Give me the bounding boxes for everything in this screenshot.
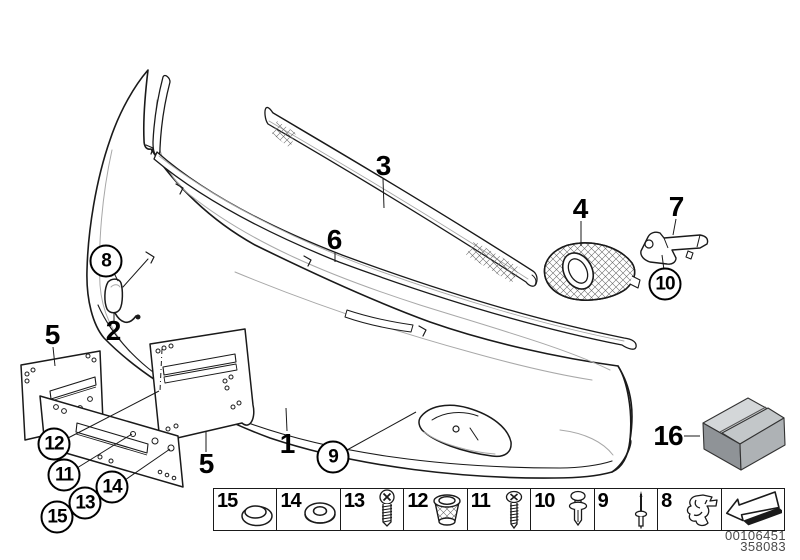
legend-cell-9[interactable]: 9 [595,489,659,530]
part-plate-carrier-center[interactable] [150,329,254,442]
fasteners-legend: 15 14 13 12 [213,488,785,531]
legend-cell-14[interactable]: 14 [277,489,341,530]
cap-plug-icon [237,490,275,530]
pin-rivet-icon [622,491,656,530]
part-towing-eye-cover[interactable] [105,259,148,322]
drawing-number: 358083 [740,539,786,554]
legend-cell-13[interactable]: 13 [341,488,405,530]
leader-lines [53,179,700,480]
callout-16[interactable]: 16 [653,420,683,451]
expanding-rivet-icon [559,488,593,530]
legend-cell-11[interactable]: 11 [468,488,532,530]
legend-cell-arrow [722,489,784,530]
legend-number: 11 [470,490,491,512]
legend-cell-12[interactable]: 12 [404,488,468,530]
clamp-clip-icon [678,488,720,530]
callout-circle-8[interactable]: 8 [89,244,123,278]
callout-2[interactable]: 2 [105,315,122,346]
part-trim-strip-lower[interactable] [153,76,636,350]
callout-circle-14[interactable]: 14 [95,470,129,504]
legend-cell-10[interactable]: 10 [531,488,595,530]
part-bracket[interactable] [641,232,708,264]
legend-number: 8 [661,490,672,512]
part-trim-strip-upper[interactable] [265,107,537,286]
legend-number: 12 [407,490,428,512]
callout-circle-12[interactable]: 12 [37,427,71,461]
image-number: 00106451 [724,528,786,543]
legend-number: 10 [534,490,555,512]
callout-circle-13[interactable]: 13 [68,486,102,520]
callout-circle-15[interactable]: 15 [40,500,74,534]
short-screw-icon [368,488,402,530]
long-screw-icon [495,488,529,530]
washer-icon [301,490,339,530]
callout-3[interactable]: 3 [375,150,392,181]
callout-5-right[interactable]: 5 [198,448,215,479]
callout-circle-11[interactable]: 11 [47,458,81,492]
legend-cell-8[interactable]: 8 [658,488,722,530]
part-repair-kit-box[interactable] [703,398,785,470]
part-fog-lamp-grille[interactable] [544,243,640,300]
callout-7[interactable]: 7 [668,191,685,222]
callout-4[interactable]: 4 [572,193,589,224]
callout-circle-10[interactable]: 10 [648,267,682,301]
callout-circle-9[interactable]: 9 [316,440,350,474]
sheet-numbers: 00106451 358083 [724,528,786,554]
legend-cell-15[interactable]: 15 [214,489,278,530]
legend-number: 14 [280,490,301,512]
legend-number: 15 [217,490,238,512]
legend-number: 13 [343,490,365,512]
legend-number: 9 [597,490,609,512]
callout-6[interactable]: 6 [326,224,343,255]
direction-of-travel-arrow-icon [722,488,782,526]
callout-5-left[interactable]: 5 [44,319,61,350]
callout-1[interactable]: 1 [279,428,296,459]
grommet-nut-icon [426,488,466,530]
